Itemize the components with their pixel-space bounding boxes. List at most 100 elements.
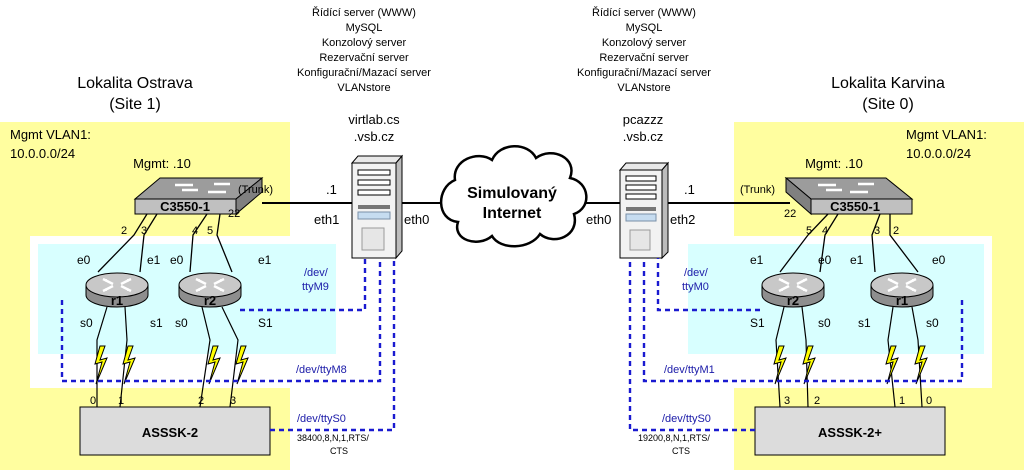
- right-tty-r2-1: /dev/: [684, 267, 709, 279]
- left-r2-e1: e1: [258, 253, 272, 267]
- left-tty-r1: /dev/ttyM8: [296, 364, 347, 376]
- right-mgmt-net: 10.0.0.0/24: [906, 146, 971, 161]
- left-server-services: Řídící server (WWW) MySQL Konzolový serv…: [297, 6, 431, 94]
- right-eth2: eth2: [670, 212, 695, 227]
- right-r2-e1: e1: [750, 253, 764, 267]
- right-asssk-label: ASSSK-2+: [818, 425, 882, 440]
- left-service-2: Konzolový server: [322, 37, 407, 49]
- left-tty-r2-2: ttyM9: [302, 281, 329, 293]
- right-tty-asssk: /dev/ttyS0: [662, 413, 711, 425]
- right-port22: 22: [784, 208, 796, 220]
- right-r1-e0: e0: [932, 253, 946, 267]
- left-service-1: MySQL: [346, 22, 383, 34]
- left-tty-r2-1: /dev/: [304, 267, 329, 279]
- right-service-0: Řídící server (WWW): [592, 6, 696, 19]
- left-service-5: VLANstore: [337, 82, 390, 94]
- right-serial-params-2: CTS: [672, 446, 690, 456]
- left-switch-label: C3550-1: [160, 199, 210, 214]
- left-r2-s1: S1: [258, 316, 273, 330]
- right-server-name-2: .vsb.cz: [623, 129, 663, 144]
- right-asssk-port-3: 3: [784, 395, 790, 407]
- left-mgmt-addr: Mgmt: .10: [133, 156, 191, 171]
- left-r1-e1: e1: [147, 253, 161, 267]
- left-service-3: Rezervační server: [319, 52, 409, 64]
- right-server-tower: [618, 161, 670, 260]
- internet-cloud: [439, 145, 588, 248]
- left-asssk-port-2: 2: [198, 395, 204, 407]
- right-switch: [784, 176, 914, 216]
- left-asssk-label: ASSSK-2: [142, 425, 198, 440]
- left-mgmt-net: 10.0.0.0/24: [10, 146, 75, 161]
- left-trunk-label: (Trunk): [238, 184, 273, 196]
- right-service-3: Rezervační server: [599, 52, 689, 64]
- left-r2-label: r2: [204, 293, 216, 308]
- right-mgmt-vlan: Mgmt VLAN1:: [906, 127, 987, 142]
- cloud-line-2: Internet: [483, 205, 542, 222]
- left-eth0: eth0: [404, 212, 429, 227]
- right-tty-r2-2: ttyM0: [682, 281, 709, 293]
- right-asssk-port-1: 1: [899, 395, 905, 407]
- left-site-id: (Site 1): [109, 96, 161, 113]
- right-site-id: (Site 0): [862, 96, 914, 113]
- cloud-line-1: Simulovaný: [467, 185, 557, 202]
- right-console-links: [628, 258, 964, 432]
- left-r1-label: r1: [111, 293, 123, 308]
- right-r1-s1: s1: [858, 316, 871, 330]
- left-asssk-port-0: 0: [90, 395, 96, 407]
- left-port5: 5: [207, 225, 213, 237]
- right-port5: 5: [806, 225, 812, 237]
- right-service-4: Konfigurační/Mazací server: [577, 67, 711, 79]
- left-server-name-2: .vsb.cz: [354, 129, 394, 144]
- left-serial-links: [96, 306, 239, 408]
- left-server-name-1: virtlab.cs: [348, 112, 400, 127]
- right-vlan-zone: [688, 244, 984, 354]
- left-asssk-box: [79, 406, 271, 456]
- right-r1-s0: s0: [926, 316, 939, 330]
- left-port3: 3: [141, 225, 147, 237]
- left-service-0: Řídící server (WWW): [312, 6, 416, 19]
- right-serial-links: [775, 306, 923, 408]
- left-r1-e0: e0: [77, 253, 91, 267]
- right-r2-s0: s0: [818, 316, 831, 330]
- left-console-links: [60, 258, 396, 432]
- left-asssk-port-3: 3: [230, 395, 236, 407]
- right-trunk-label: (Trunk): [740, 184, 775, 196]
- right-r1-label: r1: [896, 293, 908, 308]
- left-port22: 22: [228, 208, 240, 220]
- left-serial-params-2: CTS: [330, 446, 348, 456]
- right-service-1: MySQL: [626, 22, 663, 34]
- right-switch-router-links: [779, 213, 919, 273]
- left-service-4: Konfigurační/Mazací server: [297, 67, 431, 79]
- right-asssk-port-0: 0: [926, 395, 932, 407]
- right-server-name-1: pcazzz: [623, 112, 663, 127]
- left-tty-asssk: /dev/ttyS0: [297, 413, 346, 425]
- right-asssk-port-2: 2: [814, 395, 820, 407]
- right-tty-r1: /dev/ttyM1: [664, 364, 715, 376]
- left-port2: 2: [121, 225, 127, 237]
- right-asssk-box: [754, 406, 946, 456]
- left-mgmt-vlan: Mgmt VLAN1:: [10, 127, 91, 142]
- right-eth0: eth0: [586, 212, 611, 227]
- right-r2-e0: e0: [818, 253, 832, 267]
- left-server-tower: [350, 154, 404, 260]
- left-port4: 4: [192, 225, 198, 237]
- left-switch-router-links: [97, 213, 233, 273]
- left-site-name: Lokalita Ostrava: [77, 75, 193, 92]
- right-service-5: VLANstore: [617, 82, 670, 94]
- left-ip: .1: [326, 182, 337, 197]
- left-r2-s0: s0: [175, 316, 188, 330]
- left-r1-s0: s0: [80, 316, 93, 330]
- right-r1-e1: e1: [850, 253, 864, 267]
- left-asssk-port-1: 1: [118, 395, 124, 407]
- right-port4: 4: [822, 225, 828, 237]
- left-switch: [133, 176, 264, 216]
- right-server-services: Řídící server (WWW) MySQL Konzolový serv…: [577, 6, 711, 94]
- left-eth1: eth1: [314, 212, 339, 227]
- left-r1-s1: s1: [150, 316, 163, 330]
- right-serial-params-1: 19200,8,N,1,RTS/: [638, 433, 710, 443]
- left-serial-params-1: 38400,8,N,1,RTS/: [297, 433, 369, 443]
- left-r2-e0: e0: [170, 253, 184, 267]
- right-mgmt-addr: Mgmt: .10: [805, 156, 863, 171]
- right-port3: 3: [874, 225, 880, 237]
